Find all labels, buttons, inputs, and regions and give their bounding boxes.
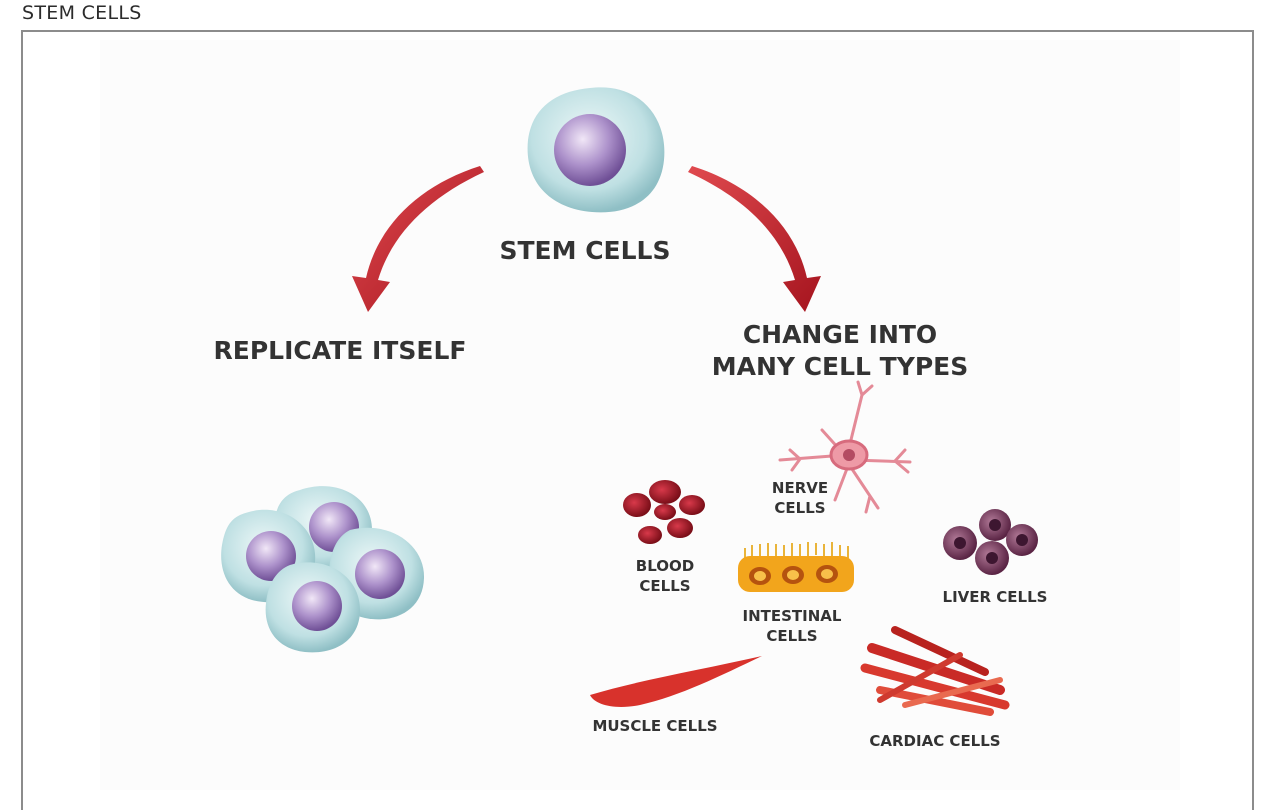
intestinal-label: INTESTINAL CELLS	[727, 606, 857, 646]
replicate-arrow-icon	[352, 166, 484, 312]
cardiac-label: CARDIAC CELLS	[869, 732, 1001, 750]
stem-cell-diagram	[221, 87, 1038, 716]
intestinal-label-line2: CELLS	[766, 627, 818, 645]
differentiate-arrow-icon	[688, 166, 821, 312]
intestinal-label-line1: INTESTINAL	[742, 607, 842, 625]
muscle-cell-icon	[590, 656, 762, 707]
nerve-label-line1: NERVE	[771, 479, 829, 497]
replicate-label: REPLICATE ITSELF	[213, 336, 467, 365]
blood-cells-icon	[623, 480, 705, 544]
blood-label: BLOOD CELLS	[620, 556, 710, 596]
nerve-cell-icon	[778, 380, 912, 514]
stem-cell-icon	[527, 87, 665, 213]
page-heading: STEM CELLS	[22, 2, 142, 24]
blood-label-line1: BLOOD	[635, 557, 695, 575]
replicated-cells-icon	[221, 486, 425, 653]
cardiac-cells-icon	[860, 626, 1010, 716]
intestinal-cells-icon	[738, 542, 854, 592]
nerve-label: NERVE CELLS	[760, 478, 840, 518]
blood-label-line2: CELLS	[639, 577, 691, 595]
change-label-line2: MANY CELL TYPES	[711, 352, 969, 381]
change-label-line1: CHANGE INTO	[742, 320, 938, 349]
muscle-label: MUSCLE CELLS	[592, 717, 718, 735]
center-label: STEM CELLS	[499, 236, 671, 265]
liver-label: LIVER CELLS	[942, 588, 1048, 606]
nerve-label-line2: CELLS	[774, 499, 826, 517]
liver-cells-icon	[943, 509, 1038, 575]
